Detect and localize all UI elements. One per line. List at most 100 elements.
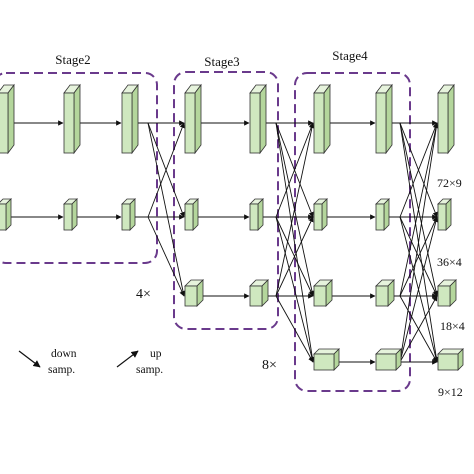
block-front-face <box>313 203 323 231</box>
connection-arrow <box>147 216 185 297</box>
block-side-face <box>321 198 328 231</box>
feature-block <box>184 198 199 231</box>
block-front-face <box>437 285 451 307</box>
block-front-face <box>184 203 194 231</box>
block-side-face <box>385 83 393 155</box>
block-front-face <box>184 92 196 154</box>
connection-arrows <box>8 120 439 365</box>
block-front-face <box>313 353 335 371</box>
feature-block <box>437 279 457 307</box>
block-side-face <box>323 83 331 155</box>
block-front-face <box>249 92 261 154</box>
connection-arrow <box>147 122 186 297</box>
connection-arrow <box>275 122 314 218</box>
resolution-label-3: 18×4 <box>440 319 465 333</box>
stage4-label: Stage4 <box>332 48 368 63</box>
block-side-face <box>257 198 264 231</box>
block-side-face <box>447 83 455 155</box>
block-side-face <box>5 198 12 231</box>
feature-block <box>249 83 267 155</box>
block-side-face <box>383 198 390 231</box>
block-front-face <box>437 203 447 231</box>
block-front-face <box>313 285 327 307</box>
feature-block <box>121 83 139 155</box>
resolution-label-1: 72×9 <box>437 176 462 190</box>
resolution-label-4: 9×12 <box>438 385 463 399</box>
feature-block <box>313 279 333 307</box>
stage4-multiplier-label: 8× <box>262 358 277 373</box>
block-front-face <box>437 92 449 154</box>
connection-arrow <box>399 295 438 363</box>
block-side-face <box>129 198 136 231</box>
stage4-box <box>294 72 411 392</box>
legend-up-line1: up <box>150 348 162 360</box>
feature-block <box>184 279 204 307</box>
legend-up-arrow <box>116 350 139 368</box>
block-side-face <box>71 198 78 231</box>
block-front-face <box>121 203 131 231</box>
block-front-face <box>184 285 198 307</box>
block-front-face <box>375 285 389 307</box>
feature-block <box>249 198 264 231</box>
legend-down-arrow <box>18 350 41 368</box>
feature-block <box>437 83 455 155</box>
legend-up-line2: samp. <box>136 364 163 376</box>
feature-block <box>313 83 331 155</box>
connection-arrow <box>275 295 314 363</box>
legend: down samp. up samp. <box>18 348 163 376</box>
stage3-multiplier-label: 4× <box>136 287 151 302</box>
feature-block <box>375 198 390 231</box>
stage-boxes <box>0 71 411 392</box>
feature-block <box>121 198 136 231</box>
feature-block <box>0 198 12 231</box>
stage3-label: Stage3 <box>204 54 239 69</box>
block-front-face <box>63 92 75 154</box>
feature-block <box>63 198 78 231</box>
feature-block <box>437 198 452 231</box>
connection-arrow <box>275 216 315 363</box>
legend-down-line2: samp. <box>48 364 75 376</box>
block-front-face <box>249 203 259 231</box>
block-side-face <box>194 83 202 155</box>
feature-block <box>375 348 402 371</box>
feature-block <box>375 279 395 307</box>
feature-block <box>437 348 464 371</box>
block-side-face <box>131 83 139 155</box>
block-front-face <box>437 353 459 371</box>
connection-arrow <box>275 216 314 297</box>
feature-block <box>63 83 81 155</box>
connection-arrow <box>275 122 315 363</box>
feature-block <box>0 83 15 155</box>
connection-arrow <box>399 122 439 363</box>
block-front-face <box>375 92 387 154</box>
feature-block <box>249 279 269 307</box>
stage2-label: Stage2 <box>55 52 90 67</box>
block-side-face <box>73 83 81 155</box>
block-side-face <box>445 198 452 231</box>
block-front-face <box>375 203 385 231</box>
block-front-face <box>313 92 325 154</box>
block-front-face <box>63 203 73 231</box>
feature-blocks <box>0 83 464 371</box>
stage3-box <box>173 71 279 330</box>
feature-block <box>313 348 340 371</box>
connection-arrow <box>275 122 315 297</box>
connection-arrow <box>399 122 439 297</box>
connection-arrow <box>399 122 438 218</box>
connection-arrow <box>147 122 185 218</box>
feature-block <box>375 83 393 155</box>
block-side-face <box>259 83 267 155</box>
block-front-face <box>249 285 263 307</box>
block-front-face <box>121 92 133 154</box>
block-front-face <box>0 92 9 154</box>
connection-arrow <box>399 216 438 297</box>
feature-block <box>313 198 328 231</box>
block-side-face <box>192 198 199 231</box>
resolution-label-2: 36×4 <box>437 255 462 269</box>
block-front-face <box>0 203 7 231</box>
block-front-face <box>375 353 397 371</box>
block-side-face <box>7 83 15 155</box>
legend-down-line1: down <box>51 348 77 360</box>
connection-arrow <box>399 216 439 363</box>
